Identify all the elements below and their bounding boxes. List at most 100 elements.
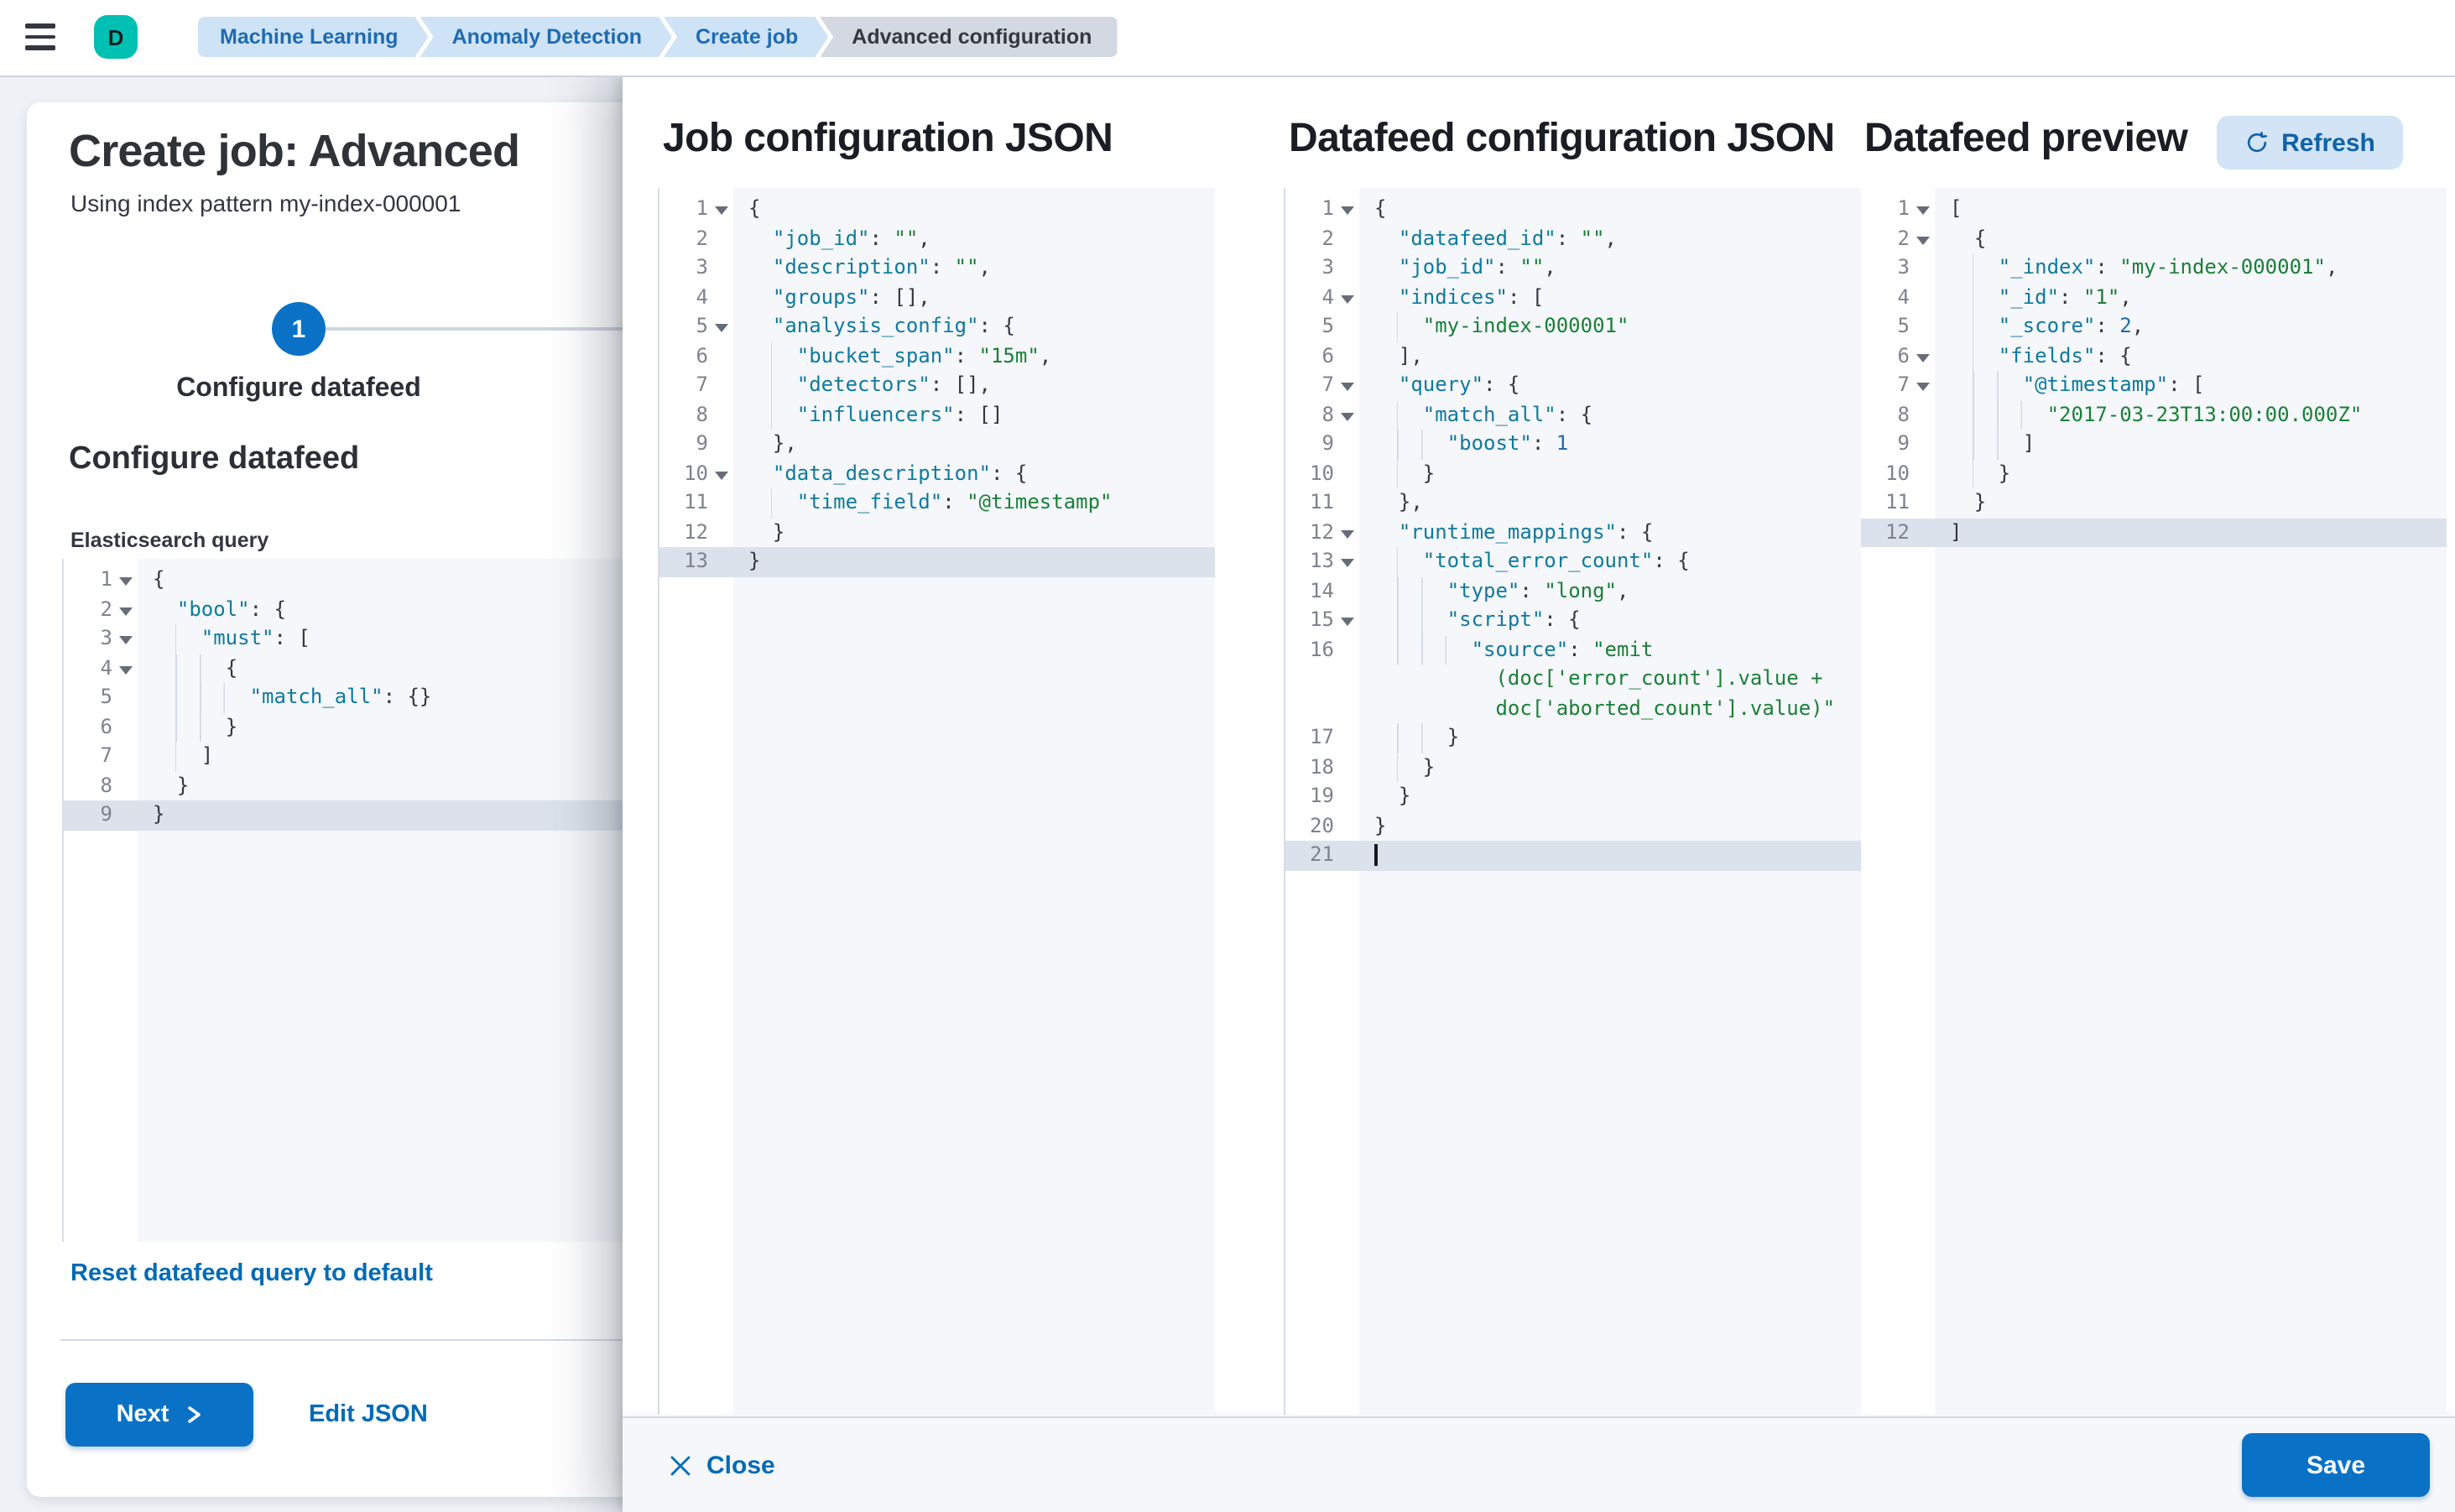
code-line: 4"indices": [	[1285, 283, 1861, 312]
fold-arrow-icon[interactable]	[1341, 383, 1354, 391]
code-line: 7"@timestamp": [	[1861, 371, 2447, 400]
step-indicator[interactable]: 1	[272, 302, 326, 356]
fold-arrow-icon[interactable]	[1916, 236, 1930, 244]
code-line: 6}	[64, 712, 623, 742]
code-line: 7]	[64, 742, 623, 771]
code-line: 3"job_id": "",	[1285, 253, 1861, 283]
code-line	[1285, 870, 1861, 1415]
fold-arrow-icon[interactable]	[119, 636, 133, 644]
datafeed-config-editor[interactable]: 1{2"datafeed_id": "",3"job_id": "",4"ind…	[1284, 188, 1861, 1415]
close-button-label: Close	[706, 1452, 775, 1480]
code-line	[1285, 188, 1861, 195]
chevron-right-icon	[187, 1406, 201, 1423]
refresh-icon	[2247, 132, 2267, 153]
edit-json-link[interactable]: Edit JSON	[309, 1401, 428, 1428]
page-title: Create job: Advanced	[69, 126, 520, 176]
code-line: 9}	[64, 800, 623, 830]
fold-arrow-icon[interactable]	[1341, 559, 1354, 567]
avatar-initial: D	[107, 24, 124, 50]
text-cursor	[1374, 844, 1378, 866]
datafeed-config-title: Datafeed configuration JSON	[1289, 116, 1835, 161]
avatar[interactable]: D	[94, 15, 138, 59]
close-button[interactable]: Close	[670, 1418, 775, 1512]
step-progress-line	[326, 327, 624, 331]
fold-arrow-icon[interactable]	[1341, 618, 1354, 626]
code-line: 3"description": "",	[659, 253, 1215, 283]
code-line	[64, 559, 623, 566]
code-line: 2"job_id": "",	[659, 224, 1215, 253]
section-heading: Configure datafeed	[69, 441, 360, 477]
fold-arrow-icon[interactable]	[1916, 206, 1930, 215]
breadcrumb-item-anomaly-detection[interactable]: Anomaly Detection	[420, 17, 672, 57]
menu-icon[interactable]	[25, 22, 59, 52]
code-line: 14"type": "long",	[1285, 576, 1861, 606]
code-line: 3"must": [	[64, 624, 623, 654]
code-line: 21	[1285, 841, 1861, 870]
code-line: 2"bool": {	[64, 595, 623, 624]
elasticsearch-query-editor[interactable]: 1{2"bool": {3"must": [4{5"match_all": {}…	[62, 559, 623, 1242]
fold-arrow-icon[interactable]	[119, 665, 133, 674]
code-line: doc['aborted_count'].value)"	[1285, 694, 1861, 723]
code-line: 5"my-index-000001"	[1285, 312, 1861, 342]
datafeed-preview-editor[interactable]: 1[2{3"_index": "my-index-000001",4"_id":…	[1859, 188, 2447, 1415]
fold-arrow-icon[interactable]	[1341, 206, 1354, 215]
code-line: 5"match_all": {}	[64, 683, 623, 712]
fold-arrow-icon[interactable]	[715, 324, 728, 332]
fold-arrow-icon[interactable]	[715, 471, 728, 479]
code-line	[1861, 188, 2447, 195]
code-line: 8"influencers": []	[659, 400, 1215, 430]
code-line: 7"detectors": [],	[659, 371, 1215, 400]
code-line: 6"bucket_span": "15m",	[659, 342, 1215, 371]
breadcrumb-item-advanced-configuration: Advanced configuration	[820, 17, 1118, 57]
code-line: 2{	[1861, 224, 2447, 253]
code-line: 13"total_error_count": {	[1285, 547, 1861, 576]
breadcrumb-item-machine-learning[interactable]: Machine Learning	[198, 17, 429, 57]
fold-arrow-icon[interactable]	[119, 607, 133, 615]
code-line: 12"runtime_mappings": {	[1285, 518, 1861, 547]
divider	[60, 1339, 665, 1341]
save-button[interactable]: Save	[2242, 1433, 2430, 1497]
code-line: 9]	[1861, 430, 2447, 459]
next-button[interactable]: Next	[65, 1383, 253, 1447]
code-line: 12}	[659, 518, 1215, 547]
fold-arrow-icon[interactable]	[119, 577, 133, 586]
code-line: 7"query": {	[1285, 371, 1861, 400]
code-line: 3"_index": "my-index-000001",	[1861, 253, 2447, 283]
code-line: 1{	[64, 566, 623, 595]
fold-arrow-icon[interactable]	[1916, 383, 1930, 391]
fold-arrow-icon[interactable]	[1341, 295, 1354, 303]
reset-datafeed-query-link[interactable]: Reset datafeed query to default	[70, 1260, 433, 1287]
code-line	[1861, 547, 2447, 1415]
elasticsearch-query-label: Elasticsearch query	[70, 529, 269, 552]
code-line: 17}	[1285, 723, 1861, 753]
code-line: 13}	[659, 547, 1215, 576]
job-config-title: Job configuration JSON	[663, 116, 1113, 161]
code-line: 8}	[64, 771, 623, 800]
code-line: 15"script": {	[1285, 606, 1861, 635]
breadcrumb-item-create-job[interactable]: Create job	[664, 17, 828, 57]
step-number: 1	[291, 315, 306, 343]
code-line: 18}	[1285, 753, 1861, 782]
code-line: 9"boost": 1	[1285, 430, 1861, 459]
code-line	[659, 188, 1215, 195]
code-line: 9},	[659, 430, 1215, 459]
code-line: 10}	[1861, 459, 2447, 488]
next-button-label: Next	[116, 1401, 169, 1428]
close-icon	[670, 1456, 691, 1476]
code-line: 6"fields": {	[1861, 342, 2447, 371]
refresh-button[interactable]: Refresh	[2217, 116, 2403, 169]
code-line: 19}	[1285, 782, 1861, 811]
fold-arrow-icon[interactable]	[715, 206, 728, 215]
fold-arrow-icon[interactable]	[1341, 412, 1354, 420]
edit-json-flyout: Job configuration JSON Datafeed configur…	[623, 76, 2455, 1512]
refresh-button-label: Refresh	[2281, 128, 2375, 157]
fold-arrow-icon[interactable]	[1916, 353, 1930, 362]
code-line: 16"source": "emit	[1285, 635, 1861, 665]
fold-arrow-icon[interactable]	[1341, 529, 1354, 538]
code-line	[64, 830, 623, 1242]
code-line: 8"2017-03-23T13:00:00.000Z"	[1861, 400, 2447, 430]
job-config-editor[interactable]: 1{2"job_id": "",3"description": "",4"gro…	[658, 188, 1215, 1415]
code-line: 6],	[1285, 342, 1861, 371]
